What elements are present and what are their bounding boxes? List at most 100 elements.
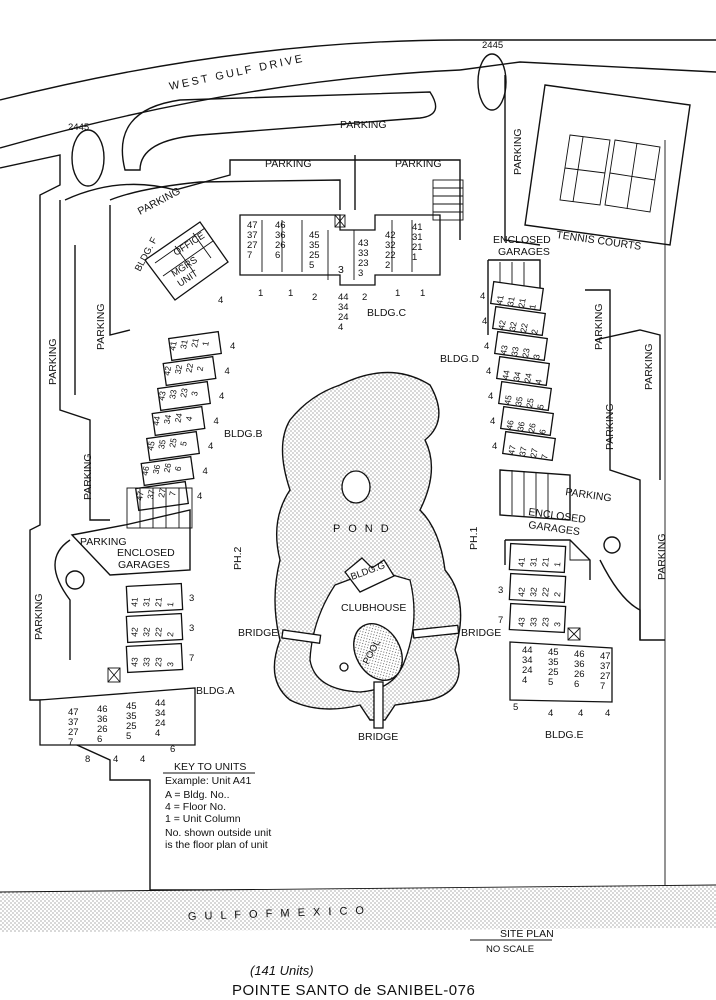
unit-number: 46 (275, 220, 286, 231)
parking-label: PARKING (265, 158, 311, 170)
stair-box (567, 627, 581, 641)
unit-number: 25 (524, 397, 536, 408)
unit-number: 44 (500, 369, 512, 380)
unit-number: 21 (540, 557, 551, 568)
parking-label: PARKING (80, 536, 126, 548)
pool (353, 623, 403, 681)
unit-number: 26 (275, 240, 286, 251)
unit-number: 7 (498, 615, 503, 626)
unit-number: 24 (338, 312, 349, 323)
unit-block (145, 430, 201, 462)
parking-label: PARKING (47, 339, 59, 385)
key-line-2: 4 = Floor No. (165, 801, 226, 813)
unit-number: 7 (167, 490, 178, 497)
unit-number: 3 (531, 353, 542, 360)
unit-number: 43 (156, 390, 168, 401)
unit-number: 46 (574, 649, 585, 660)
right-entrance-island (477, 53, 507, 111)
pond: P O N D POOL BLDG.G CLUBHOUSE BRIDGE BRI… (238, 371, 501, 743)
bldg-e-label: BLDG.E (545, 729, 584, 741)
unit-number: 3 (165, 661, 175, 667)
unit-number: 46 (140, 465, 152, 476)
bldg-f-floor: 4 (218, 295, 223, 306)
unit-number: 32 (385, 240, 396, 251)
unit-number: 36 (275, 230, 286, 241)
unit-block (167, 330, 223, 362)
unit-number: 43 (129, 657, 140, 668)
unit-number: 27 (600, 671, 611, 682)
key-title: KEY TO UNITS (174, 761, 246, 773)
bldg-c-label: BLDG.C (367, 307, 407, 319)
upper-garages-label: GARAGES (498, 246, 550, 258)
unit-block (140, 455, 195, 487)
unit-number: 5 (126, 731, 131, 742)
unit-number: 1 (412, 252, 417, 263)
gulf-of-mexico: G U L F O F M E X I C O (0, 884, 716, 932)
upper-enclosed-label: ENCLOSED (493, 234, 551, 246)
unit-number: 35 (513, 396, 525, 407)
unit-block (495, 355, 551, 387)
unit-number: 4 (214, 416, 219, 427)
unit-block (508, 572, 567, 604)
parking-label: PARKING (643, 344, 655, 390)
unit-number: 6 (97, 734, 102, 745)
parking-label: PARKING (82, 454, 94, 500)
left-enclosed-garages: ENCLOSED GARAGES (70, 509, 191, 576)
address-left-label: 2445 (68, 122, 89, 133)
pond-island (341, 470, 371, 504)
unit-number: 21 (189, 337, 201, 348)
unit-number: 1 (288, 288, 293, 299)
unit-number: 4 (197, 491, 202, 502)
unit-number: 1 (395, 288, 400, 299)
parking-label: PARKING (512, 129, 524, 175)
unit-number: 34 (162, 414, 174, 425)
unit-number: 31 (528, 557, 539, 568)
unit-number: 5 (535, 403, 546, 410)
unit-number: 44 (522, 645, 533, 656)
unit-number: 4 (184, 415, 195, 422)
unit-number: 36 (97, 714, 108, 725)
stair-box (107, 667, 121, 683)
unit-number: 23 (520, 347, 532, 358)
unit-number: 44 (151, 415, 163, 426)
left-drive (64, 159, 461, 240)
lower-left-curve (54, 539, 71, 660)
left-entrance-island (71, 129, 105, 187)
unit-number: 33 (167, 389, 179, 400)
parking-label: PARKING (656, 534, 668, 580)
unit-number: 2 (165, 631, 175, 637)
key-line-1: A = Bldg. No.. (165, 789, 230, 801)
bridge-east-label: BRIDGE (461, 627, 501, 639)
unit-number: 37 (145, 489, 157, 500)
unit-number: 25 (167, 437, 179, 448)
unit-number: 23 (540, 617, 551, 628)
east-parking-strip-2 (594, 329, 661, 480)
stair-c (432, 179, 464, 221)
address-right-label: 2445 (482, 40, 503, 51)
west-parking-strip (59, 200, 110, 521)
tennis-courts-label: TENNIS COURTS (556, 229, 642, 253)
unit-number: 7 (68, 737, 73, 748)
unit-number: 26 (97, 724, 108, 735)
unit-number: 4 (113, 754, 118, 765)
unit-number: 1 (420, 288, 425, 299)
unit-number: 32 (141, 627, 152, 638)
key-note-1: No. shown outside unit (165, 827, 271, 839)
clubhouse-label: CLUBHOUSE (341, 602, 406, 614)
unit-number: 25 (126, 721, 137, 732)
unit-block (134, 480, 190, 512)
unit-number: 3 (189, 623, 194, 634)
unit-number: 41 (412, 222, 423, 233)
unit-number: 2 (362, 292, 367, 303)
unit-block (508, 542, 567, 574)
tree-circle (603, 536, 621, 554)
unit-number: 1 (552, 561, 562, 567)
upper-parking-road (109, 155, 356, 210)
unit-number: 6 (275, 250, 280, 261)
unit-number: 4 (522, 675, 527, 686)
right-drive (504, 75, 541, 246)
